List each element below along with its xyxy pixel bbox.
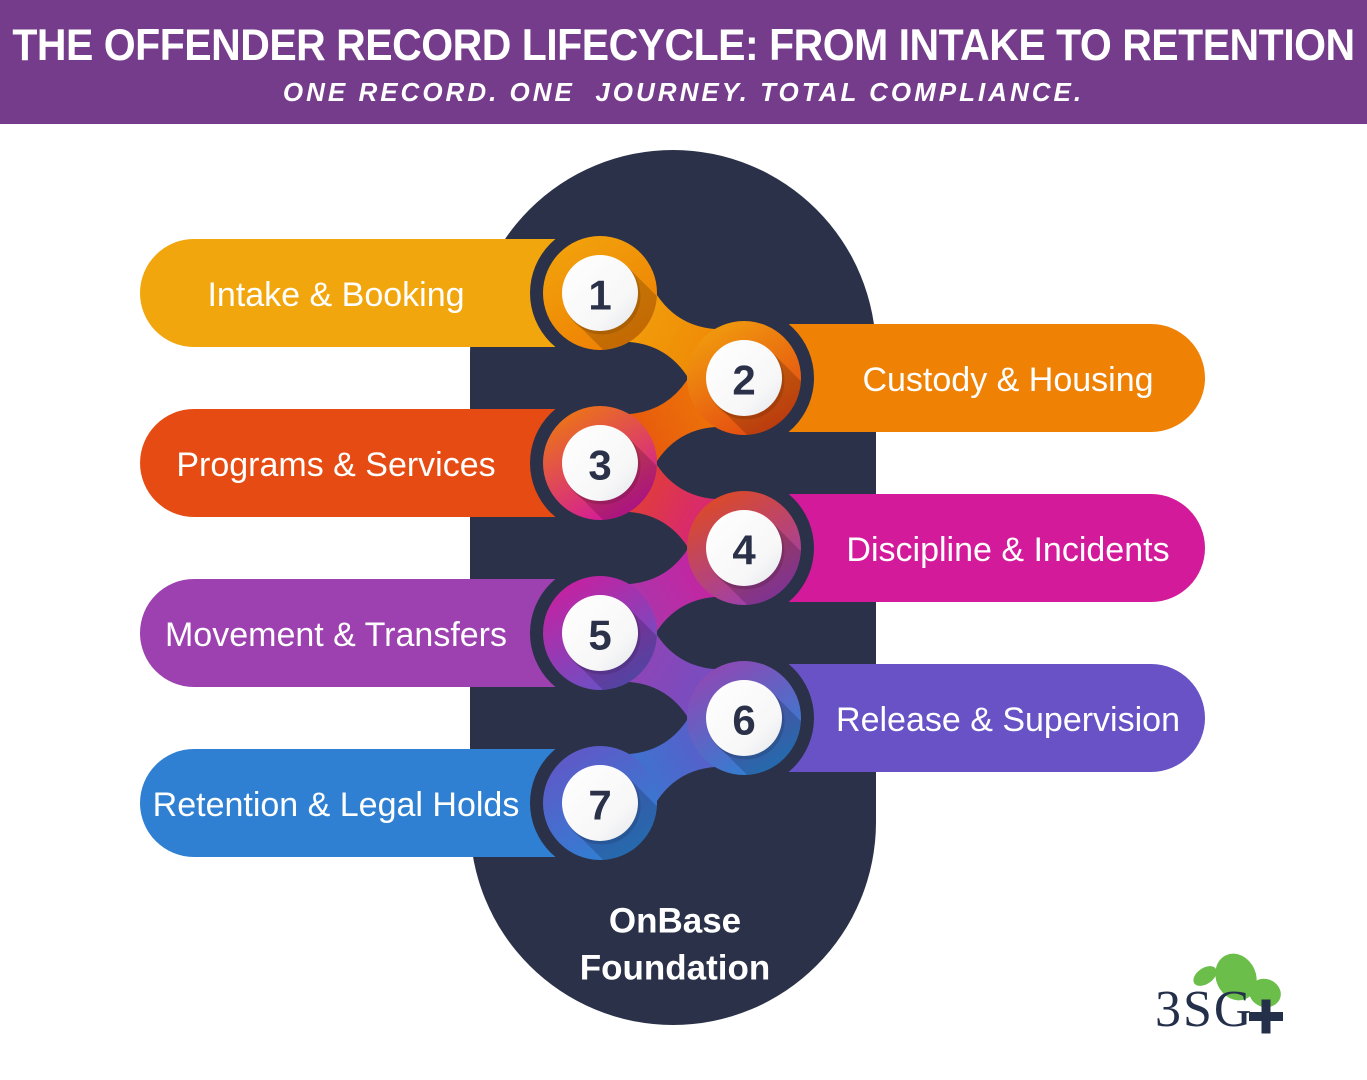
step-5-label: Movement & Transfers xyxy=(165,616,507,654)
step-6-bar xyxy=(730,664,1205,772)
step-5-number: 5 xyxy=(588,612,611,659)
logo-leaf-large xyxy=(1215,953,1257,1001)
step-6-circle xyxy=(706,680,782,756)
3sg-logo: 3SG xyxy=(1155,953,1283,1038)
step-5-bar xyxy=(140,579,614,687)
step-6-number: 6 xyxy=(732,697,755,744)
step-4-label: Discipline & Incidents xyxy=(846,531,1169,569)
step-2-number: 2 xyxy=(732,357,755,404)
step-4-number: 4 xyxy=(732,527,756,574)
step-3-number: 3 xyxy=(588,442,611,489)
step-2-circle xyxy=(706,340,782,416)
step-7-bar xyxy=(140,749,614,857)
step-7-label: Retention & Legal Holds xyxy=(153,786,520,824)
logo-plus-icon xyxy=(1249,999,1283,1034)
step-2-bar xyxy=(730,324,1205,432)
foundation-label-line1: OnBase xyxy=(609,902,741,941)
step-1-label: Intake & Booking xyxy=(207,276,464,314)
step-1-number: 1 xyxy=(588,272,611,319)
step-3-bar xyxy=(140,409,614,517)
page-subtitle: ONE RECORD. ONE JOURNEY. TOTAL COMPLIANC… xyxy=(282,77,1085,107)
foundation-label-line2: Foundation xyxy=(580,949,771,988)
page-title: THE OFFENDER RECORD LIFECYCLE: FROM INTA… xyxy=(12,19,1355,70)
step-7-circle xyxy=(562,765,638,841)
step-2-label: Custody & Housing xyxy=(862,361,1153,399)
step-3-circle xyxy=(562,425,638,501)
step-4-bar xyxy=(730,494,1205,602)
step-7-number: 7 xyxy=(588,782,611,829)
logo-leaf-right xyxy=(1249,978,1281,1008)
logo-text: 3SG xyxy=(1155,981,1253,1038)
step-5-circle xyxy=(562,595,638,671)
step-4-circle xyxy=(706,510,782,586)
header-banner: THE OFFENDER RECORD LIFECYCLE: FROM INTA… xyxy=(0,0,1367,124)
logo-leaf-small xyxy=(1193,966,1217,986)
step-1-bar xyxy=(140,239,614,347)
step-6-label: Release & Supervision xyxy=(836,701,1180,739)
step-1-circle xyxy=(562,255,638,331)
step-3-label: Programs & Services xyxy=(176,446,495,484)
